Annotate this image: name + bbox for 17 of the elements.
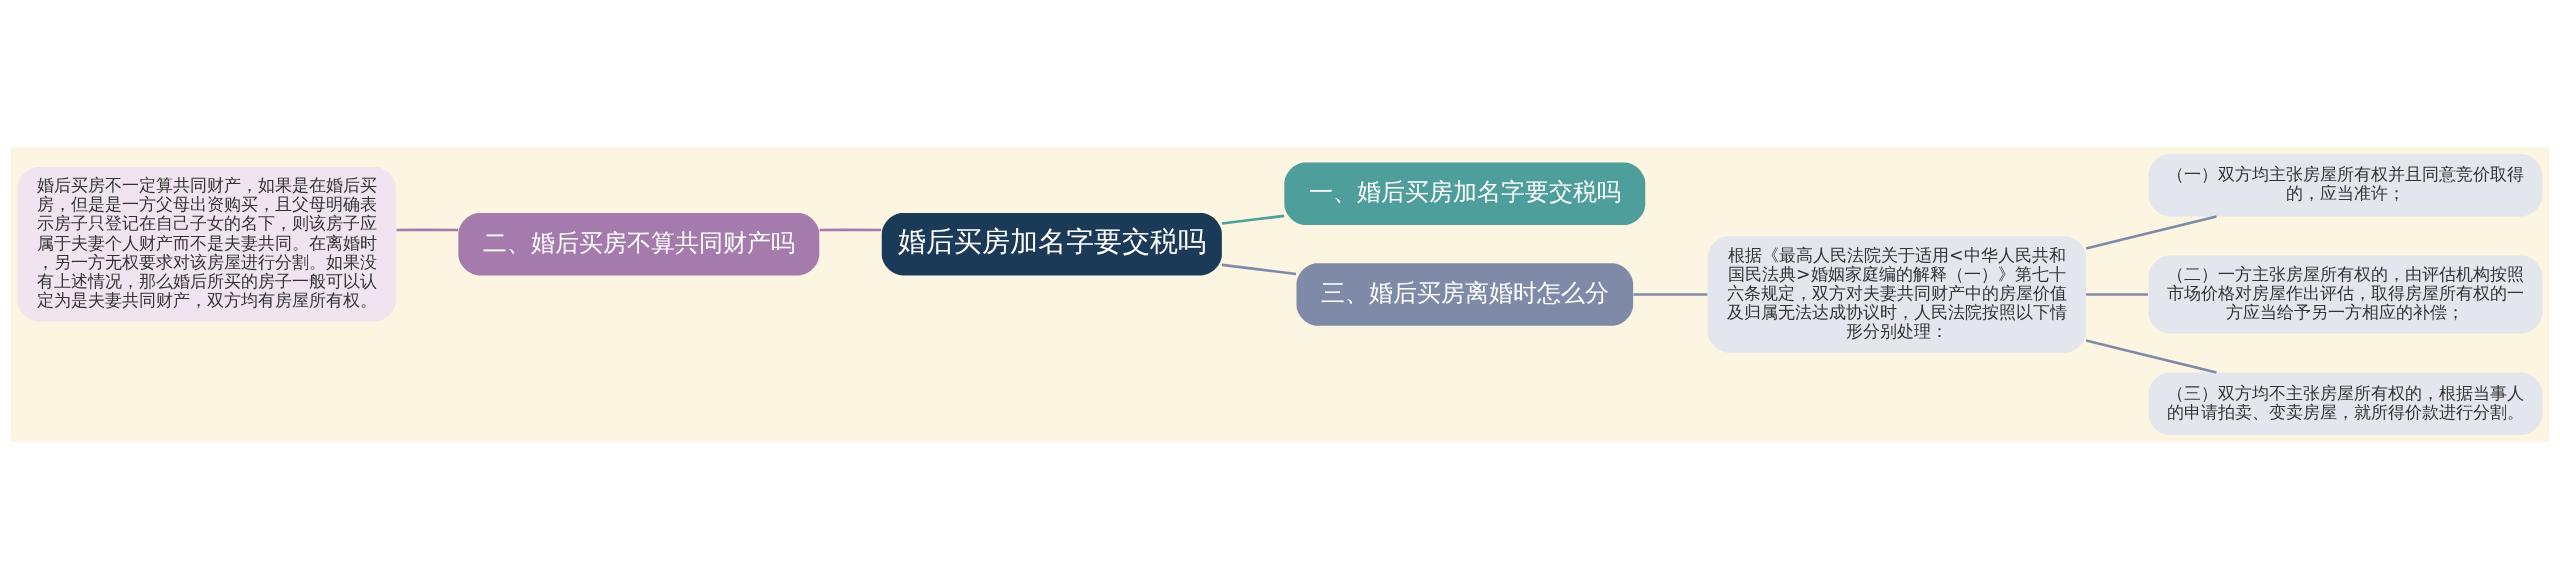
connector <box>2086 292 2148 296</box>
connector <box>396 228 459 231</box>
connector <box>2085 338 2217 374</box>
connector <box>1633 292 1708 296</box>
node-box: 一、婚后买房加名字要交税吗 <box>1284 162 1646 225</box>
node-box: 婚后买房不一定算共同财产，如果是在婚后买房，但是是一方父母出资购买，且父母明确表示房子只登记在自己子女的名下，则该房子应属于夫妻个人财产而不是夫妻共同。在离婚时，另一方无权要求对该房屋进行分割。如果没有上述情况，那么婚后所买的房子一般可以认定为是夫妻共同财产，双方均有房屋所有权。 <box>17 166 396 321</box>
connector <box>819 228 882 231</box>
node-box: （二）一方主张房屋所有权的，由评估机构按照市场价格对房屋作出评估，取得房屋所有权的一方应当给予另一方相应的补偿； <box>2148 254 2543 334</box>
node-box: 根据《最高人民法院关于适用<中华人民共和国民法典>婚姻家庭编的解释（一）》第七十六条规定，双方对夫妻共同财产中的房屋价值及归属无法达成协议时，人民法院按照以下情形分别处理： <box>1707 235 2087 353</box>
node-box: （三）双方均不主张房屋所有权的，根据当事人的申请拍卖、变卖房屋，就所得价款进行分割。 <box>2148 372 2543 435</box>
node-box: 三、婚后买房离婚时怎么分 <box>1296 262 1634 326</box>
connector <box>1221 263 1297 275</box>
node-box: （一）双方均主张房屋所有权并且同意竞价取得的，应当准许； <box>2148 153 2543 216</box>
node-box: 婚后买房加名字要交税吗 <box>881 212 1222 275</box>
connector <box>1221 214 1285 225</box>
node-box: 二、婚后买房不算共同财产吗 <box>458 212 820 275</box>
connector <box>2085 214 2217 250</box>
